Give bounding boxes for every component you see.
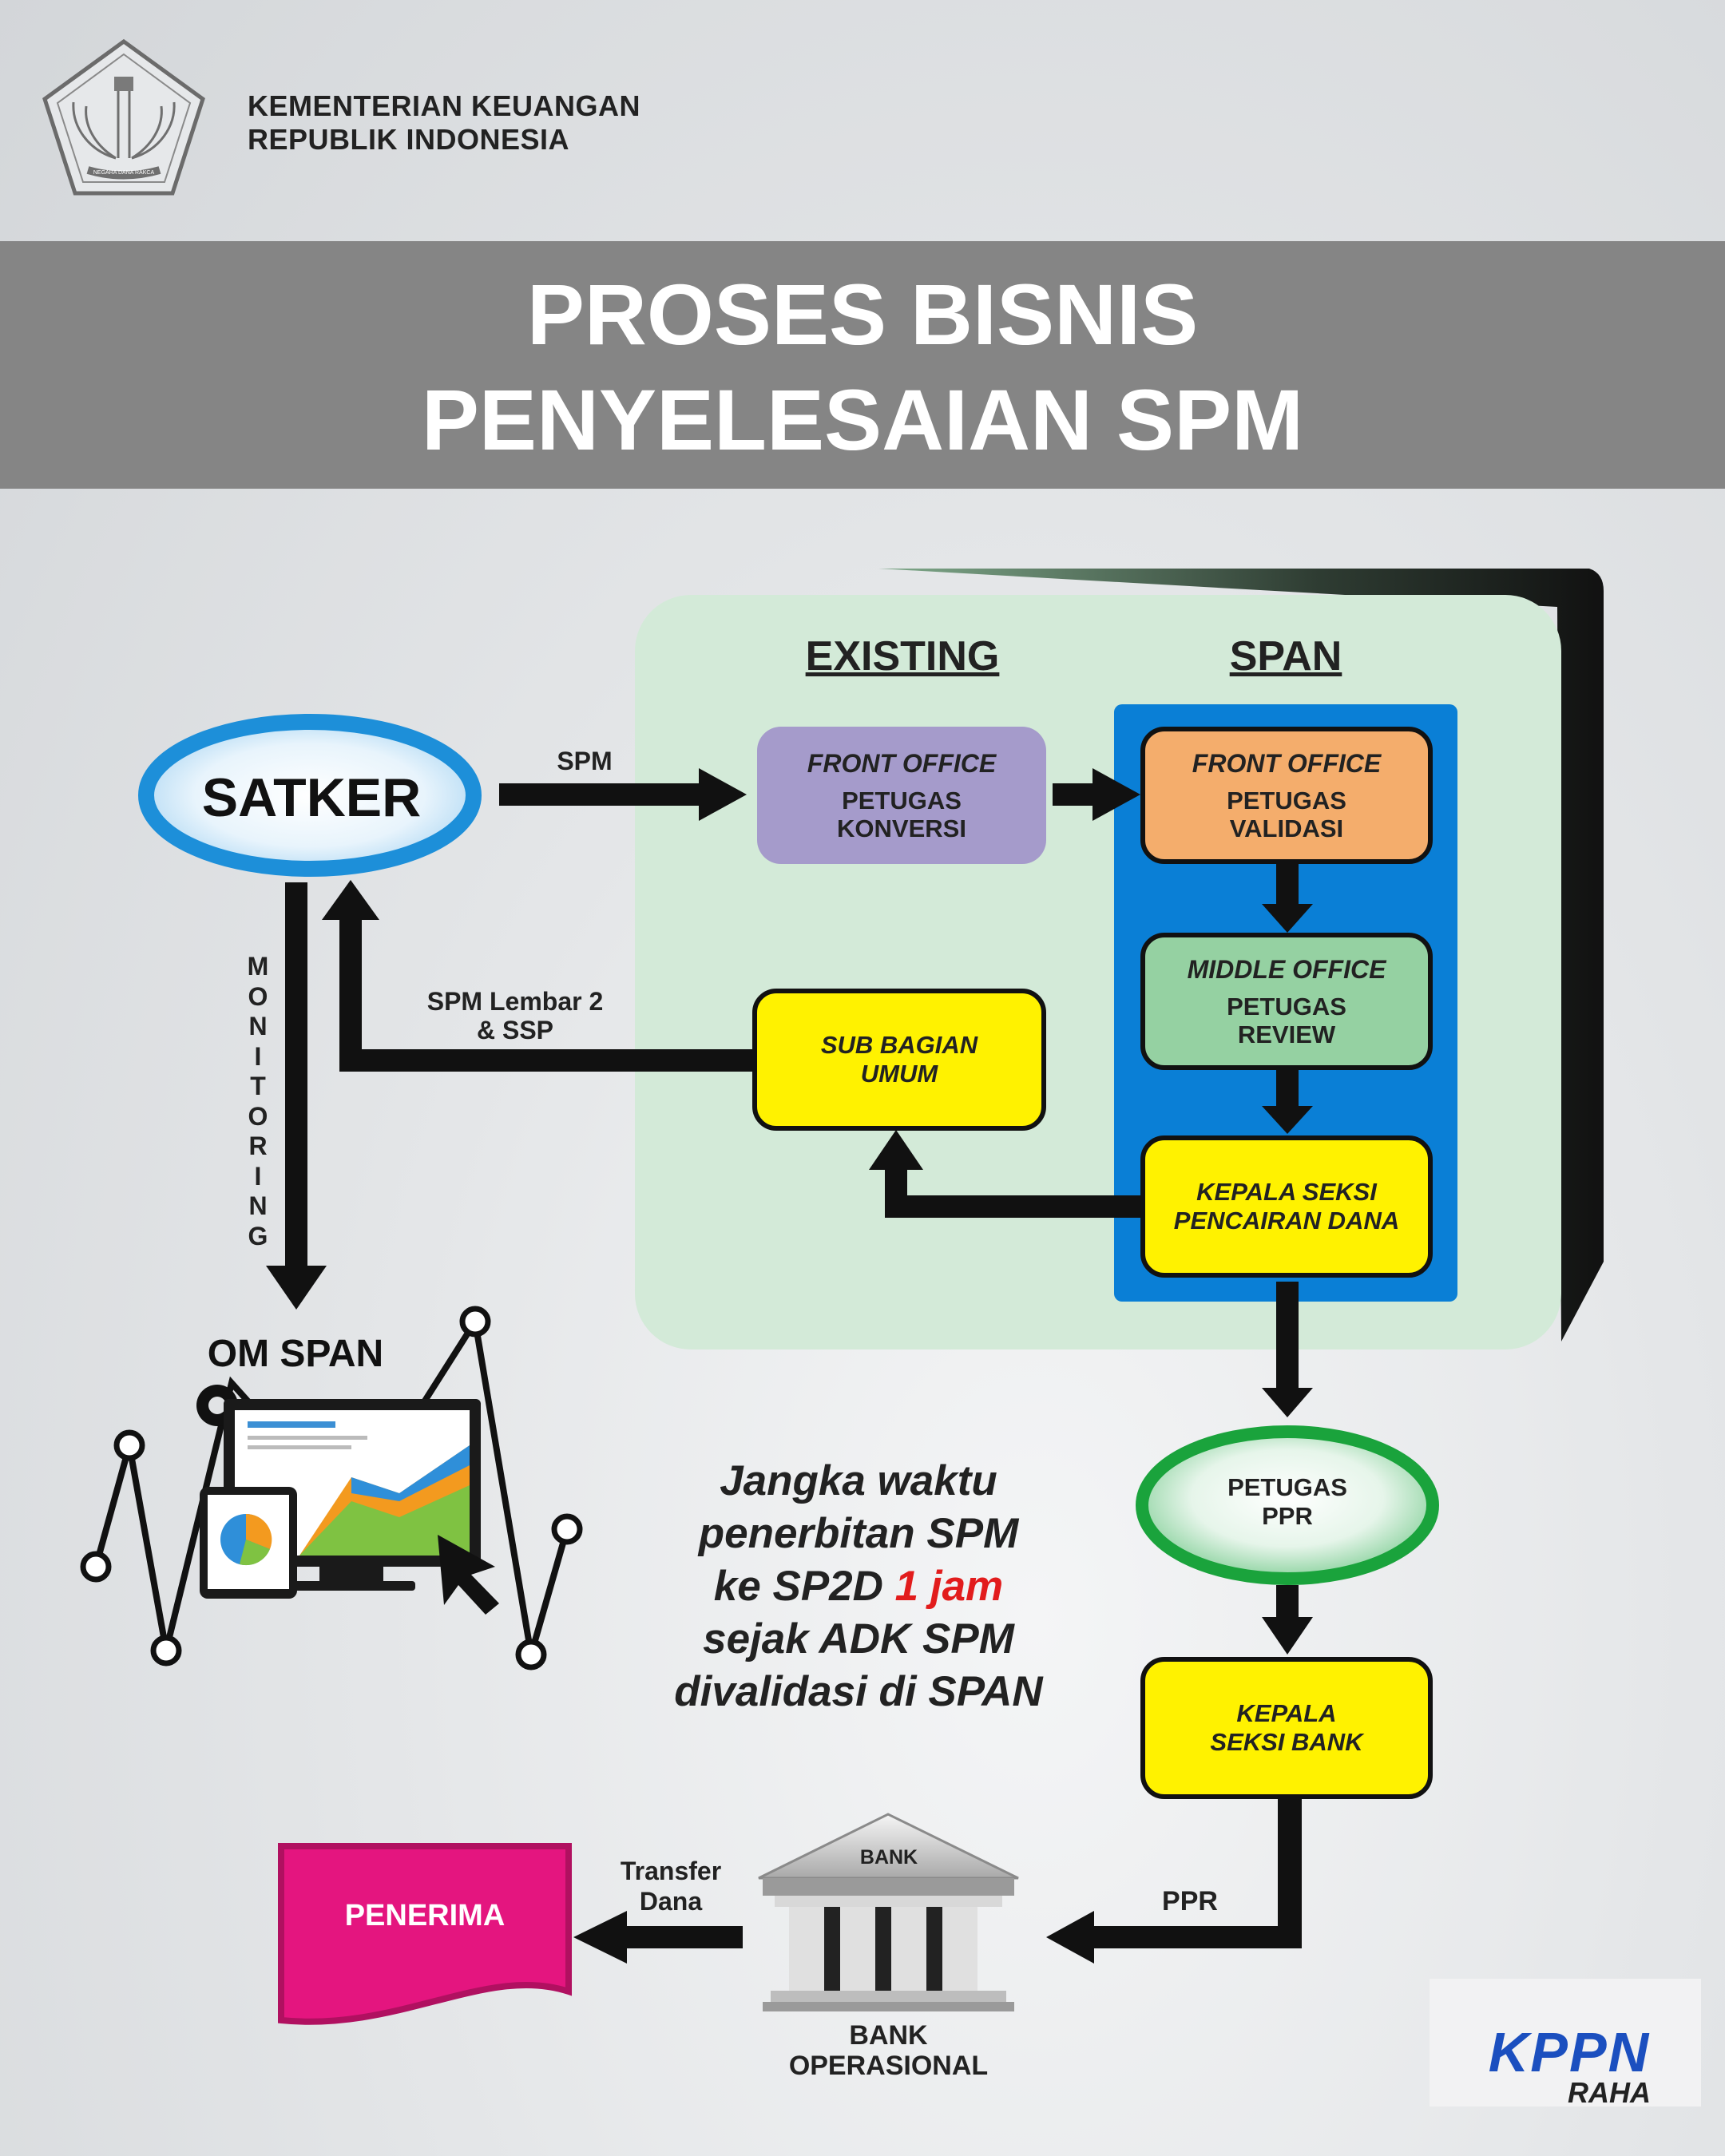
monitoring-letter: N: [248, 1012, 268, 1040]
box-sub-bagian-umum: SUB BAGIAN UMUM: [752, 989, 1046, 1131]
title-line-2: PENYELESAIAN SPM: [421, 371, 1304, 468]
petugas-ppr-line-2: PPR: [1262, 1502, 1313, 1530]
fo-konversi-line-1: FRONT OFFICE: [807, 748, 997, 778]
title-line-1: PROSES BISNIS: [526, 266, 1199, 363]
bank-op-line-1: BANK: [849, 2020, 928, 2051]
note-line-3-text: ke SP2D: [713, 1563, 895, 1610]
monitoring-letter: I: [254, 1041, 262, 1071]
bank-sign-label: BANK: [859, 1846, 918, 1869]
bank-op-line-2: OPERASIONAL: [788, 2051, 989, 2081]
om-span-illustration: [80, 1306, 583, 1671]
kppn-logo: [1430, 1979, 1701, 2106]
monitoring-letter: N: [248, 1191, 268, 1220]
satker-ellipse: [138, 714, 482, 877]
monitoring-letter: R: [248, 1132, 268, 1160]
logo-motto: NEGARA DANA RAKCA: [93, 170, 155, 176]
spm-lembar-line-1: SPM Lembar 2: [426, 987, 604, 1016]
ministry-name: KEMENTERIAN KEUANGAN REPUBLIK INDONESIA: [248, 89, 640, 157]
ministry-line-1: KEMENTERIAN KEUANGAN: [248, 89, 641, 122]
column-existing: EXISTING: [805, 633, 1000, 680]
box-front-office-konversi: FRONT OFFICE PETUGAS KONVERSI: [757, 727, 1046, 864]
monitoring-letter: I: [254, 1161, 262, 1191]
ministry-line-2: REPUBLIK INDONESIA: [248, 123, 570, 156]
transfer-line-1: Transfer: [620, 1857, 722, 1885]
box-kepala-seksi-pencairan-dana: KEPALA SEKSI PENCAIRAN DANA: [1140, 1135, 1433, 1278]
ministry-logo: NEGARA DANA RAKCA: [42, 38, 205, 196]
sub-bagian-line-2: UMUM: [860, 1060, 938, 1088]
monitoring-letter: O: [248, 981, 268, 1011]
petugas-ppr-line-1: PETUGAS: [1227, 1473, 1347, 1501]
box-middle-office-review: MIDDLE OFFICE PETUGAS REVIEW: [1140, 933, 1433, 1070]
column-span: SPAN: [1229, 633, 1342, 680]
kepala-pencairan-line-2: PENCAIRAN DANA: [1173, 1207, 1400, 1235]
title-band: [0, 241, 1725, 489]
fo-konversi-role: PETUGAS: [842, 786, 962, 814]
bank-building: [758, 1813, 1019, 2011]
om-span-label: OM SPAN: [207, 1333, 384, 1375]
fo-validasi-task: VALIDASI: [1229, 814, 1344, 842]
mo-review-task: REVIEW: [1237, 1020, 1336, 1048]
monitoring-letter: M: [247, 952, 269, 981]
penerima-shape: [278, 1843, 572, 2025]
kepala-bank-line-2: SEKSI BANK: [1210, 1728, 1363, 1756]
spm-lembar-line-2: & SSP: [476, 1016, 554, 1044]
fo-konversi-line-2: PETUGAS KONVERSI: [837, 787, 966, 842]
page-title: PROSES BISNIS PENYELESAIAN SPM: [0, 262, 1725, 473]
kppn-name: KPPN: [1488, 2021, 1651, 2083]
bank-operasional-label: BANK OPERASIONAL: [743, 2020, 1034, 2081]
monitoring-letter: T: [250, 1072, 266, 1100]
edge-label-ppr: PPR: [1162, 1886, 1218, 1916]
note-line-2: penerbitan SPM: [698, 1510, 1019, 1557]
fo-validasi-line-2: PETUGAS VALIDASI: [1227, 787, 1346, 842]
sub-bagian-line-1: SUB BAGIAN: [820, 1031, 978, 1059]
petugas-ppr-label: PETUGAS PPR: [1160, 1473, 1415, 1531]
fo-validasi-role: PETUGAS: [1227, 786, 1346, 814]
box-front-office-validasi: FRONT OFFICE PETUGAS VALIDASI: [1140, 727, 1433, 864]
kepala-pencairan-line-1: KEPALA SEKSI: [1196, 1178, 1377, 1206]
kepala-bank-line-1: KEPALA: [1236, 1699, 1337, 1727]
petugas-ppr-ellipse: [1136, 1425, 1439, 1585]
penerima-label: PENERIMA: [344, 1899, 506, 1932]
fo-validasi-line-1: FRONT OFFICE: [1192, 748, 1382, 778]
monitoring-letter: G: [248, 1221, 268, 1250]
note-line-3: ke SP2D 1 jam: [619, 1560, 1098, 1613]
fo-konversi-task: KONVERSI: [837, 814, 966, 842]
kppn-sub: RAHA: [1568, 2076, 1651, 2109]
transfer-line-2: Dana: [639, 1887, 703, 1916]
monitoring-letter: O: [248, 1101, 268, 1131]
note-highlight: 1 jam: [894, 1563, 1004, 1610]
mo-review-line-2: PETUGAS REVIEW: [1227, 993, 1346, 1048]
edge-label-transfer-dana: Transfer Dana: [591, 1856, 751, 1916]
box-kepala-seksi-bank: KEPALA SEKSI BANK: [1140, 1657, 1433, 1799]
satker-label: SATKER: [201, 767, 422, 828]
note-line-4: sejak ADK SPM: [703, 1615, 1014, 1663]
note-line-5: divalidasi di SPAN: [674, 1668, 1043, 1715]
mo-review-role: PETUGAS: [1227, 992, 1346, 1021]
edge-label-spm: SPM: [557, 747, 613, 775]
note-line-1: Jangka waktu: [720, 1457, 997, 1504]
timeframe-note: Jangka waktu penerbitan SPM ke SP2D 1 ja…: [619, 1455, 1098, 1718]
mo-review-line-1: MIDDLE OFFICE: [1187, 954, 1386, 984]
edge-label-spm-lembar: SPM Lembar 2 & SSP: [403, 987, 627, 1044]
